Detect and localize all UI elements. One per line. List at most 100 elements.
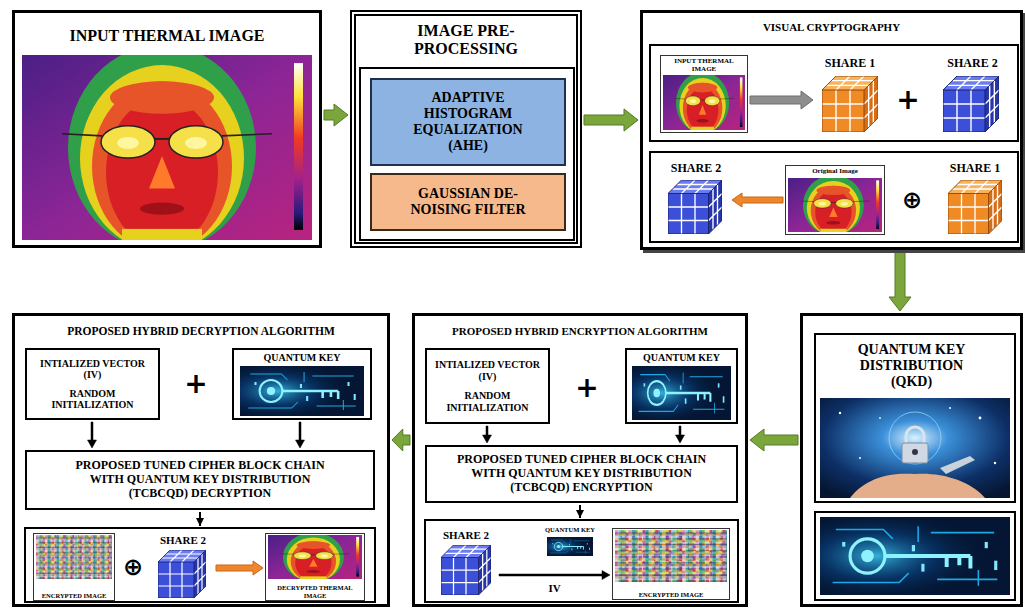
- qkd-frame: [815, 334, 1015, 502]
- node-text: QUANTUM KEY: [264, 352, 341, 364]
- flow-arrow: [732, 193, 783, 207]
- share-panel: [650, 45, 1018, 141]
- share-tile: SHARE 2: [435, 528, 497, 596]
- down-arrow: [199, 512, 201, 526]
- operator-symbol: +: [184, 370, 207, 398]
- node-text: PROPOSED HYBRID DECRYPTION ALGORITHM: [67, 325, 335, 338]
- inner-frame: [360, 68, 574, 240]
- stage-box: IMAGE PRE-PROCESSING ADAPTIVE HISTOGRAM E…: [350, 10, 582, 248]
- node-text: SHARE 1: [950, 162, 1000, 176]
- flow-arrow: [392, 429, 410, 451]
- quantum-key-image: [240, 366, 364, 416]
- node-text: INTIALIZED VECTOR (IV): [430, 359, 545, 382]
- image-caption: Original Image: [810, 167, 860, 175]
- down-arrow: [579, 505, 581, 518]
- share-tile: SHARE 2: [935, 55, 1010, 135]
- flow-arrow: [216, 561, 263, 575]
- stage-box: QUANTUM KEY DISTRIBUTION (QKD): [800, 313, 1023, 607]
- node-text: IMAGE PRE-PROCESSING: [381, 22, 551, 59]
- share-cube: [158, 550, 206, 598]
- node-text: SHARE 2: [947, 57, 997, 71]
- stage-box: VISUAL CRYPTOGRAPHY INPUT THERMAL IMAGE SH…: [640, 10, 1023, 250]
- flow-arrow: [676, 426, 685, 443]
- flow-arrow: [296, 422, 305, 448]
- algorithm-box: PROPOSED HYBRID DECRYPTION ALGORITHM INTI…: [12, 313, 390, 607]
- qkd-frame: [815, 512, 1015, 600]
- process-box: GAUSSIAN DE-NOISING FILTER: [370, 173, 566, 231]
- thermal-image: [663, 72, 745, 133]
- operator-symbol: ⊕: [902, 188, 922, 212]
- flow-arrow: [88, 422, 97, 448]
- flow-arrow: [324, 104, 348, 126]
- image-tile: Original Image: [785, 165, 885, 235]
- input-box: INTIALIZED VECTOR (IV) RANDOM INITIALIZAT…: [425, 348, 550, 424]
- edge-label: IV: [546, 582, 562, 594]
- encrypted-image: [615, 530, 727, 582]
- node-text: RANDOM INITIALIZATION: [440, 390, 535, 413]
- node-text: ADAPTIVE HISTOGRAM EQUALIZATION (AHE): [401, 90, 536, 154]
- quantum-key-image: [547, 537, 593, 556]
- node-text: PROPOSED TUNED CIPHER BLOCK CHAIN WITH Q…: [442, 453, 722, 494]
- node-text: QUANTUM KEY: [545, 526, 595, 533]
- qkd-image: [820, 398, 1010, 498]
- quantum-key-image: [632, 366, 731, 420]
- result-panel: [25, 528, 375, 602]
- share-cube: [668, 180, 722, 234]
- share-tile: SHARE 2: [152, 533, 214, 601]
- operator-symbol: +: [575, 374, 598, 402]
- image-tile: INPUT THERMAL IMAGE: [660, 55, 748, 133]
- algorithm-box: PROPOSED HYBRID ENCRYPTION ALGORITHM INTI…: [412, 313, 748, 607]
- quantum-key-image: [820, 517, 1010, 595]
- flow-arrow: [483, 426, 492, 443]
- flow-arrow: [750, 429, 798, 451]
- node-text: SHARE 2: [671, 162, 721, 176]
- result-panel: [425, 520, 738, 602]
- input-box: INTIALIZED VECTOR (IV) RANDOM INITIALIZAT…: [25, 348, 160, 420]
- image-caption: INPUT THERMAL IMAGE: [661, 57, 747, 73]
- node-text: SHARE 2: [443, 529, 489, 542]
- image-caption: ENCRYPTED IMAGE: [637, 591, 706, 598]
- node-text: SHARE 1: [825, 57, 875, 71]
- thermal-image: [788, 175, 882, 235]
- node-text: VISUAL CRYPTOGRAPHY: [763, 21, 900, 34]
- share-cube: [441, 545, 491, 595]
- encrypted-image: [36, 535, 112, 579]
- flow-arrow: [499, 571, 610, 580]
- node-text: INPUT THERMAL IMAGE: [70, 27, 265, 45]
- share-tile: SHARE 1: [940, 160, 1010, 238]
- cipher-images: [36, 530, 727, 582]
- operator-symbol: ⊕: [123, 555, 143, 579]
- node-text: GAUSSIAN DE-NOISING FILTER: [393, 186, 543, 218]
- node-text: QUANTUM KEY DISTRIBUTION (QKD): [847, 342, 977, 390]
- share-tile: SHARE 1: [815, 55, 885, 135]
- share-cube: [822, 76, 878, 132]
- node-text: SHARE 2: [160, 534, 206, 547]
- share-panel: [650, 152, 1018, 242]
- node-text: QUANTUM KEY: [643, 352, 720, 364]
- process-box: PROPOSED TUNED CIPHER BLOCK CHAIN WITH Q…: [425, 445, 738, 503]
- thermal-image: [268, 533, 362, 582]
- key-tile: QUANTUM KEY: [540, 526, 600, 558]
- flow-arrow: [584, 109, 638, 131]
- thermal-image: [22, 45, 312, 251]
- flow-arrow: [889, 252, 911, 311]
- key-box: QUANTUM KEY: [232, 348, 372, 420]
- process-box: PROPOSED TUNED CIPHER BLOCK CHAIN WITH Q…: [25, 450, 375, 510]
- image-tile: ENCRYPTED IMAGE: [612, 528, 730, 600]
- share-cube: [943, 76, 999, 132]
- image-tile: DECRYPTED THERMAL IMAGE: [265, 533, 365, 601]
- key-box: QUANTUM KEY: [625, 348, 738, 424]
- operator-symbol: +: [896, 86, 919, 114]
- image-caption: DECRYPTED THERMAL IMAGE: [266, 584, 364, 599]
- flow-arrow: [750, 91, 813, 109]
- process-box: ADAPTIVE HISTOGRAM EQUALIZATION (AHE): [370, 78, 566, 166]
- image-tile: ENCRYPTED IMAGE: [33, 533, 115, 601]
- share-tile: SHARE 2: [662, 160, 730, 238]
- node-text: PROPOSED TUNED CIPHER BLOCK CHAIN WITH Q…: [60, 459, 340, 500]
- node-text: INTIALIZED VECTOR (IV): [34, 358, 152, 381]
- node-text: PROPOSED HYBRID ENCRYPTION ALGORITHM: [452, 325, 708, 338]
- node-text: RANDOM INITIALIZATION: [45, 388, 140, 411]
- image-caption: ENCRYPTED IMAGE: [40, 592, 109, 599]
- input-box: INPUT THERMAL IMAGE: [12, 10, 322, 248]
